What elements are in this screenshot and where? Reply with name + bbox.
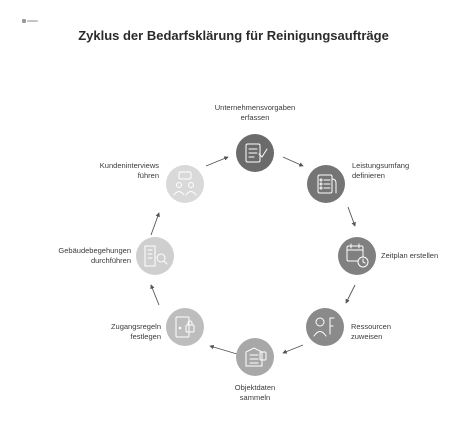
arrow-1-to-2 [282, 156, 304, 167]
document-list-icon [317, 174, 337, 194]
step-4-node [306, 308, 344, 346]
page-title: Zyklus der Bedarfsklärung für Reinigungs… [78, 28, 389, 43]
arrow-6-to-7 [150, 284, 160, 306]
door-lock-icon [175, 316, 195, 338]
arrow-2-to-3 [347, 206, 356, 227]
step-6-circle [166, 308, 204, 346]
arrow-8-to-1 [205, 156, 229, 167]
arrow-3-to-4 [345, 284, 356, 304]
step-6-node [166, 308, 204, 346]
step-7-label: Gebäudebegehungen durchführen [58, 246, 131, 265]
building-search-icon [144, 245, 168, 267]
step-6-label: Zugangsregeln festlegen [110, 322, 161, 341]
step-8-label: Kundeninterviews führen [99, 161, 159, 180]
building-data-icon [245, 347, 267, 367]
step-7-node [136, 237, 174, 275]
step-3-node [338, 237, 376, 275]
checklist-icon [245, 143, 268, 163]
step-2-node [307, 165, 345, 203]
step-8-node [166, 165, 204, 203]
arrow-5-to-6 [209, 344, 238, 355]
step-4-label: Ressourcen zuweisen [351, 322, 392, 341]
step-5-node [236, 338, 274, 376]
step-2-label: Leistungsumfang definieren [352, 161, 410, 180]
arrow-7-to-8 [150, 212, 160, 236]
step-4-circle [306, 308, 344, 346]
worker-tools-icon [313, 317, 335, 337]
step-3-circle [338, 237, 376, 275]
step-3-label: Zeitplan erstellen [381, 251, 439, 260]
step-8-circle [166, 165, 204, 203]
step-1-node [236, 134, 274, 172]
logo [22, 19, 38, 23]
step-5-label: Objektdaten sammeln [234, 383, 276, 402]
arrow-4-to-5 [282, 344, 304, 354]
step-5-circle [236, 338, 274, 376]
interview-people-icon [173, 171, 197, 196]
calendar-clock-icon [346, 243, 369, 268]
cycle-arrows [150, 156, 356, 355]
step-1-label: Unternehmensvorgaben erfassen [214, 103, 296, 122]
